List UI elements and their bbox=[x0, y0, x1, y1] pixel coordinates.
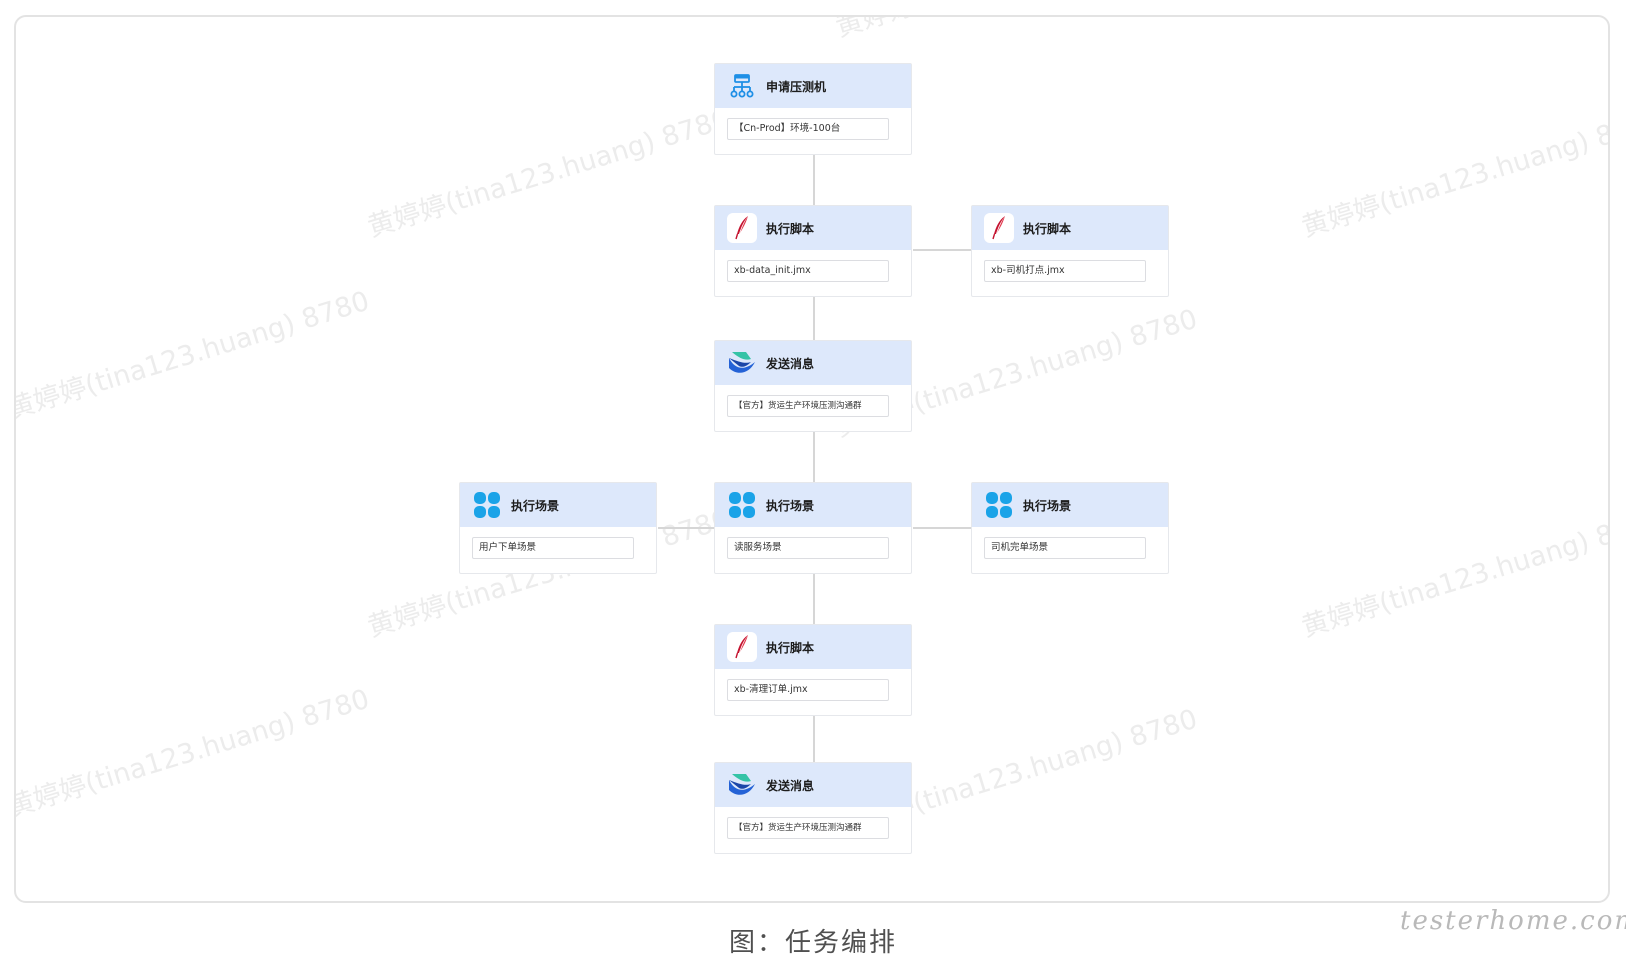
node-header: 执行场景 bbox=[460, 483, 656, 527]
feather-icon bbox=[984, 213, 1014, 243]
node-field[interactable]: xb-司机打点.jmx bbox=[984, 260, 1146, 282]
connector-line bbox=[813, 431, 815, 495]
message-icon bbox=[727, 770, 757, 800]
node-scene-driver-complete[interactable]: 执行场景 司机完单场景 bbox=[971, 482, 1169, 574]
node-scene-read-service[interactable]: 执行场景 读服务场景 bbox=[714, 482, 912, 574]
watermark-text: 黄婷婷(tina123.huang) 8780 bbox=[16, 683, 373, 824]
node-send-message-1[interactable]: 发送消息 【官方】货运生产环境压测沟通群 bbox=[714, 340, 912, 432]
feather-icon bbox=[727, 632, 757, 662]
flow-icon bbox=[727, 71, 757, 101]
clover-icon bbox=[727, 490, 757, 520]
connector-line bbox=[813, 153, 815, 216]
node-field[interactable]: 司机完单场景 bbox=[984, 537, 1146, 559]
node-field[interactable]: xb-data_init.jmx bbox=[727, 260, 889, 282]
clover-icon bbox=[984, 490, 1014, 520]
connector-line bbox=[913, 527, 972, 529]
node-title: 执行脚本 bbox=[1023, 221, 1072, 236]
node-title: 执行脚本 bbox=[766, 640, 815, 655]
node-apply-machine[interactable]: 申请压测机 【Cn-Prod】环境-100台 bbox=[714, 63, 912, 155]
connector-line bbox=[813, 295, 815, 353]
node-header: 发送消息 bbox=[715, 763, 911, 807]
node-title: 执行场景 bbox=[1023, 498, 1072, 513]
connector-line bbox=[813, 573, 815, 636]
node-field[interactable]: 【Cn-Prod】环境-100台 bbox=[727, 118, 889, 140]
node-script-driver[interactable]: 执行脚本 xb-司机打点.jmx bbox=[971, 205, 1169, 297]
connector-line bbox=[658, 527, 717, 529]
connector-line bbox=[913, 249, 972, 251]
connector-line bbox=[813, 715, 815, 775]
node-field[interactable]: 用户下单场景 bbox=[472, 537, 634, 559]
node-title: 申请压测机 bbox=[766, 79, 827, 94]
node-header: 执行脚本 bbox=[972, 206, 1168, 250]
clover-icon bbox=[472, 490, 502, 520]
node-header: 执行脚本 bbox=[715, 625, 911, 669]
node-scene-user-order[interactable]: 执行场景 用户下单场景 bbox=[459, 482, 657, 574]
node-header: 发送消息 bbox=[715, 341, 911, 385]
node-field[interactable]: 【官方】货运生产环境压测沟通群 bbox=[727, 395, 889, 417]
feather-icon bbox=[727, 213, 757, 243]
node-header: 执行场景 bbox=[715, 483, 911, 527]
watermark-text: 黄婷婷(tina123.huang) 8780 bbox=[364, 103, 733, 244]
message-icon bbox=[727, 348, 757, 378]
watermark-text: 黄婷婷(tina123.huang) 8780 bbox=[16, 285, 373, 426]
watermark-text: 黄婷婷(tina123.huang) 8780 bbox=[1298, 503, 1608, 644]
brand-watermark: testerhome.com bbox=[1400, 906, 1626, 936]
node-send-message-2[interactable]: 发送消息 【官方】货运生产环境压测沟通群 bbox=[714, 762, 912, 854]
node-header: 申请压测机 bbox=[715, 64, 911, 108]
node-title: 执行场景 bbox=[766, 498, 815, 513]
watermark-text: 黄婷婷(tina123.huang) 8780 bbox=[830, 17, 1201, 44]
node-title: 发送消息 bbox=[766, 356, 815, 371]
node-field[interactable]: xb-清理订单.jmx bbox=[727, 679, 889, 701]
node-title: 执行脚本 bbox=[766, 221, 815, 236]
node-header: 执行场景 bbox=[972, 483, 1168, 527]
node-title: 发送消息 bbox=[766, 778, 815, 793]
node-title: 执行场景 bbox=[511, 498, 560, 513]
watermark-text: 黄婷婷(tina123.huang) 8780 bbox=[1298, 103, 1608, 244]
figure-caption: 图：任务编排 bbox=[728, 928, 897, 958]
node-field[interactable]: 【官方】货运生产环境压测沟通群 bbox=[727, 817, 889, 839]
orchestration-canvas: 黄婷婷(tina123.huang) 8780 黄婷婷(tina123.huan… bbox=[14, 15, 1610, 903]
node-field[interactable]: 读服务场景 bbox=[727, 537, 889, 559]
node-script-data-init[interactable]: 执行脚本 xb-data_init.jmx bbox=[714, 205, 912, 297]
node-header: 执行脚本 bbox=[715, 206, 911, 250]
node-script-clean-orders[interactable]: 执行脚本 xb-清理订单.jmx bbox=[714, 624, 912, 716]
